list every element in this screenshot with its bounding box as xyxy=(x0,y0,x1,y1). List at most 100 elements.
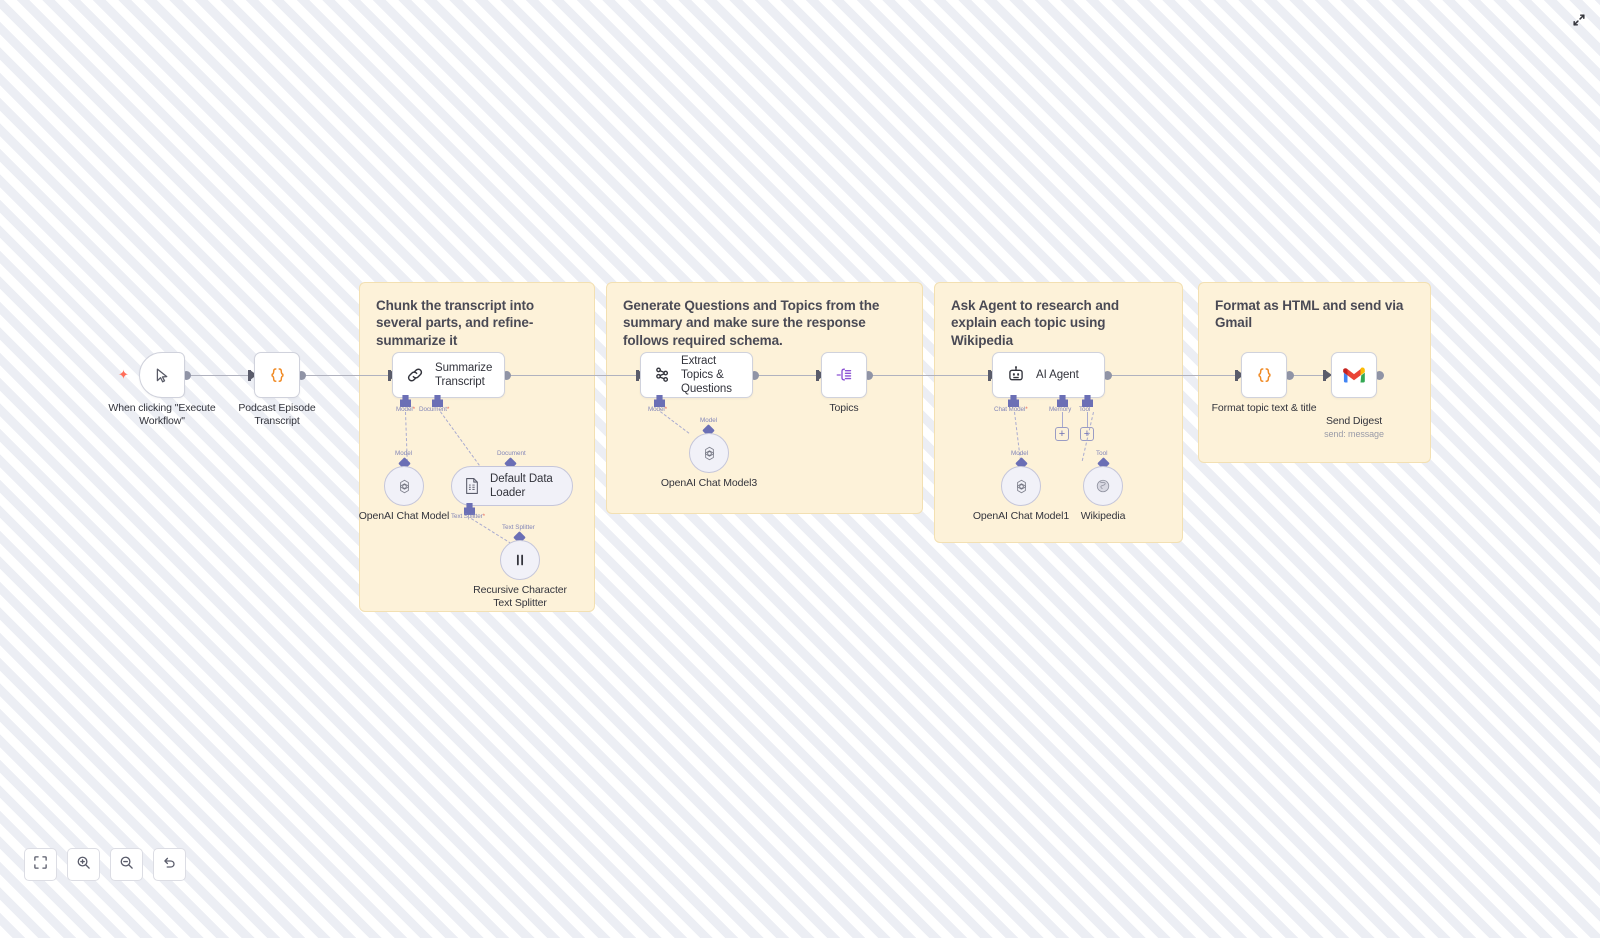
sticky-note-format[interactable]: Format as HTML and send via Gmail xyxy=(1198,282,1431,463)
port-label-agent-memory: Memory xyxy=(1049,406,1072,413)
wire-trigger-to-podcast xyxy=(186,375,252,377)
node-summarize-transcript[interactable]: Summarize Transcript xyxy=(392,352,505,398)
port-plug-agent-tool[interactable] xyxy=(1082,395,1093,407)
arrow-in-format-head xyxy=(1237,370,1244,380)
zoom-to-fit-button[interactable] xyxy=(24,848,57,881)
stub-memory xyxy=(1062,412,1064,427)
output-dot-extract[interactable] xyxy=(750,371,759,380)
output-dot-format[interactable] xyxy=(1285,371,1294,380)
port-label-summarize-document: Document* xyxy=(419,406,450,413)
node-caption-openai-chat-model1: OpenAI Chat Model1 xyxy=(972,510,1070,522)
openai-icon xyxy=(700,444,719,463)
node-label-extract-topics: Extract Topics & Questions xyxy=(681,354,732,395)
expand-canvas-icon[interactable] xyxy=(1568,9,1590,31)
port-label-agent-chat-model: Chat Model* xyxy=(994,406,1028,413)
subnode-recursive-character-text-splitter[interactable] xyxy=(500,540,540,580)
wire-label-document: Document xyxy=(497,450,526,457)
arrow-in-summarize xyxy=(388,370,391,381)
split-out-icon xyxy=(834,365,854,385)
output-dot-podcast[interactable] xyxy=(297,371,306,380)
add-memory-button[interactable]: + xyxy=(1055,427,1069,441)
node-caption-trigger: When clicking "Execute Workflow" xyxy=(108,402,216,428)
robot-icon xyxy=(1006,365,1026,385)
cursor-pointer-icon xyxy=(154,367,171,384)
arrow-in-agent xyxy=(988,370,991,381)
output-dot-send[interactable] xyxy=(1375,371,1384,380)
port-plug-summarize-model[interactable] xyxy=(400,395,411,407)
node-format-topic-text-title[interactable] xyxy=(1241,352,1287,398)
node-caption-openai-chat-model: OpenAI Chat Model xyxy=(358,510,450,522)
wire-podcast-to-summarize xyxy=(301,375,392,377)
gmail-icon xyxy=(1343,366,1365,384)
arrow-in-podcast-head xyxy=(250,370,257,380)
subnode-wikipedia[interactable] xyxy=(1083,466,1123,506)
zoom-in-icon xyxy=(76,855,91,875)
port-plug-summarize-document[interactable] xyxy=(432,395,443,407)
add-tool-button[interactable]: + xyxy=(1080,427,1094,441)
wire-format-to-send xyxy=(1289,375,1327,377)
port-plug-loader-text-splitter[interactable] xyxy=(464,503,475,515)
port-label-extract-model: Model* xyxy=(648,406,668,413)
node-label-ai-agent: AI Agent xyxy=(1036,368,1079,381)
arrow-in-send xyxy=(1323,370,1326,381)
output-dot-agent[interactable] xyxy=(1103,371,1112,380)
trigger-lightning-icon: ✦ xyxy=(118,367,129,382)
port-label-summarize-model: Model* xyxy=(396,406,416,413)
node-podcast-episode-transcript[interactable] xyxy=(254,352,300,398)
sticky-note-title: Chunk the transcript into several parts,… xyxy=(376,298,535,348)
port-plug-extract-model[interactable] xyxy=(654,395,665,407)
arrow-in-extract xyxy=(636,370,639,381)
wire-label-model-extract: Model xyxy=(700,417,718,424)
subnode-openai-chat-model1[interactable] xyxy=(1001,466,1041,506)
node-subcaption-send-digest: send: message xyxy=(1324,429,1384,440)
openai-icon xyxy=(395,477,414,496)
zoom-out-icon xyxy=(119,855,134,875)
stub-tool xyxy=(1087,412,1089,427)
node-label-summarize: Summarize Transcript xyxy=(435,361,493,388)
node-extract-topics-questions[interactable]: Extract Topics & Questions xyxy=(640,352,753,398)
wire-label-model-agent: Model xyxy=(1011,450,1029,457)
zoom-in-button[interactable] xyxy=(67,848,100,881)
text-splitter-icon xyxy=(512,552,528,568)
reset-zoom-button[interactable] xyxy=(153,848,186,881)
arrow-in-format xyxy=(1235,370,1238,381)
subnode-openai-chat-model[interactable] xyxy=(384,466,424,506)
output-dot-trigger[interactable] xyxy=(182,371,191,380)
arrow-in-topics xyxy=(816,370,819,381)
wire-label-text-splitter: Text Splitter xyxy=(502,524,535,531)
port-plug-agent-memory[interactable] xyxy=(1057,395,1068,407)
subnode-openai-chat-model3[interactable] xyxy=(689,433,729,473)
wikipedia-globe-icon xyxy=(1094,477,1112,495)
node-caption-send-digest: Send Digest send: message xyxy=(1314,402,1394,454)
sticky-note-agent[interactable]: Ask Agent to research and explain each t… xyxy=(934,282,1183,543)
canvas-toolbar[interactable] xyxy=(24,848,186,881)
node-topics[interactable] xyxy=(821,352,867,398)
port-plug-agent-chat-model[interactable] xyxy=(1008,395,1019,407)
subnode-default-data-loader[interactable]: Default Data Loader xyxy=(451,466,573,506)
node-send-digest[interactable] xyxy=(1331,352,1377,398)
arrow-in-send-head xyxy=(1325,370,1332,380)
openai-icon xyxy=(1012,477,1031,496)
node-caption-format-topic: Format topic text & title xyxy=(1211,402,1317,414)
chain-link-icon xyxy=(405,365,425,385)
node-caption-recursive-splitter: Recursive Character Text Splitter xyxy=(473,584,567,610)
node-caption-podcast: Podcast Episode Transcript xyxy=(238,402,316,428)
node-ai-agent[interactable]: AI Agent xyxy=(992,352,1105,398)
node-caption-openai-chat-model3: OpenAI Chat Model3 xyxy=(660,477,758,489)
sticky-note-title: Format as HTML and send via Gmail xyxy=(1215,298,1404,331)
output-dot-summarize[interactable] xyxy=(502,371,511,380)
information-extractor-icon xyxy=(652,365,672,385)
code-braces-icon xyxy=(268,366,287,385)
sticky-note-chunk[interactable]: Chunk the transcript into several parts,… xyxy=(359,282,595,612)
port-label-loader-text-splitter: Text Splitter* xyxy=(451,513,485,520)
zoom-out-button[interactable] xyxy=(110,848,143,881)
wire-extract-to-topics xyxy=(754,375,820,377)
zoom-to-fit-icon xyxy=(33,855,48,875)
port-label-agent-tool: Tool xyxy=(1079,406,1091,413)
node-manual-trigger[interactable] xyxy=(139,352,185,398)
undo-arrow-icon xyxy=(162,855,177,875)
sticky-note-title: Generate Questions and Topics from the s… xyxy=(623,298,880,348)
wire-topics-to-agent xyxy=(868,375,992,377)
output-dot-topics[interactable] xyxy=(864,371,873,380)
